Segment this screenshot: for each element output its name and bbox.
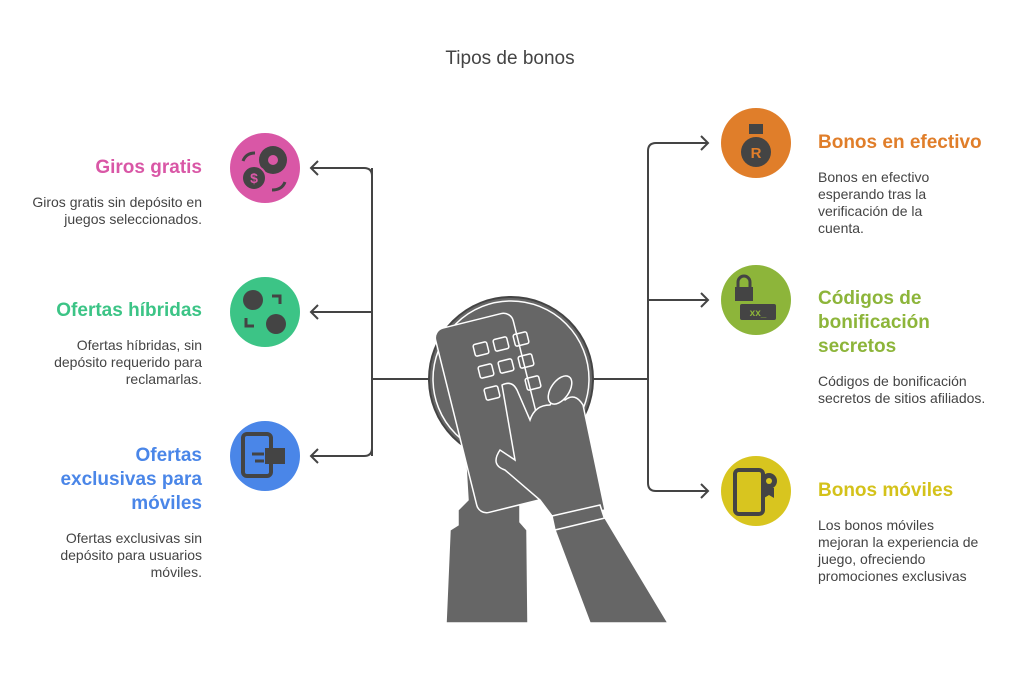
item-ofertas-hibridas: Ofertas híbridas Ofertas híbridas, sin d…	[12, 299, 202, 388]
item-description: Giros gratis sin depósito en juegos sele…	[32, 194, 202, 227]
item-bonos-moviles: Bonos móviles Los bonos móviles mejoran …	[818, 479, 988, 585]
item-description: Códigos de bonificación secretos de siti…	[818, 373, 986, 406]
left-bracket	[371, 168, 430, 456]
item-heading: Ofertas exclusivas para móviles	[60, 445, 202, 514]
item-description: Los bonos móviles mejoran la experiencia…	[818, 517, 979, 584]
item-description: Ofertas exclusivas sin depósito para usu…	[60, 530, 202, 580]
svg-text:$: $	[250, 170, 258, 186]
item-ofertas-moviles: Ofertas exclusivas para móviles Ofertas …	[12, 444, 202, 581]
item-heading: Bonos en efectivo	[818, 132, 982, 153]
item-description: Bonos en efectivo esperando tras la veri…	[818, 169, 930, 236]
svg-text:R: R	[751, 145, 762, 162]
item-bonos-efectivo: Bonos en efectivo Bonos en efectivo espe…	[818, 131, 988, 237]
item-heading: Giros gratis	[95, 157, 202, 178]
codigos-secretos-icon: xx_	[721, 265, 791, 335]
item-description: Ofertas híbridas, sin depósito requerido…	[54, 337, 202, 387]
svg-text:xx_: xx_	[750, 308, 767, 319]
ofertas-hibridas-icon	[230, 277, 300, 347]
item-giros-gratis: Giros gratis Giros gratis sin depósito e…	[12, 156, 202, 228]
item-codigos-secretos: Códigos de bonificación secretos Códigos…	[818, 287, 988, 407]
bonos-efectivo-icon: R	[721, 108, 791, 178]
item-heading: Códigos de bonificación secretos	[818, 288, 930, 357]
ofertas-moviles-icon	[230, 421, 300, 491]
bonos-moviles-icon	[721, 456, 791, 526]
hands-calculator-illustration	[428, 296, 670, 624]
giros-gratis-icon: $	[230, 133, 300, 203]
item-heading: Bonos móviles	[818, 480, 954, 501]
item-heading: Ofertas híbridas	[56, 300, 202, 321]
diagram-title: Tipos de bonos	[445, 48, 575, 69]
right-bracket	[592, 151, 649, 483]
